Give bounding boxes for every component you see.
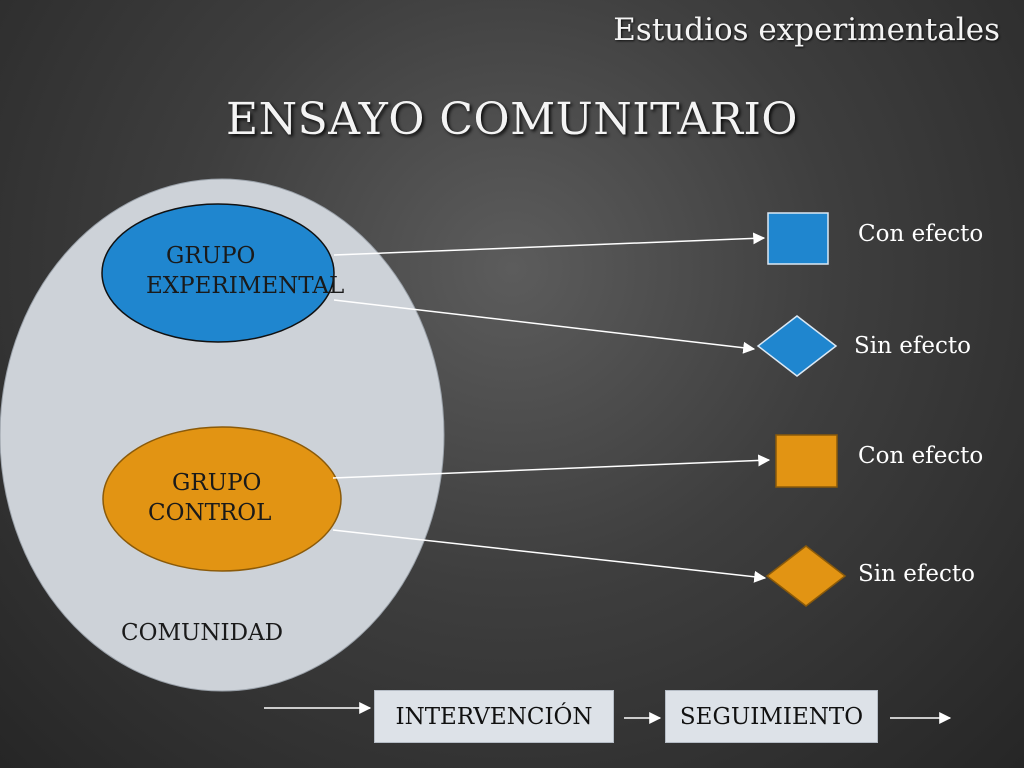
experimental-group-label-line1: GRUPO [166,243,256,269]
outcome-label-control-sin-efecto: Sin efecto [858,561,975,587]
outcome-diamond-blue [756,315,838,377]
page-title: ENSAYO COMUNITARIO [226,94,798,145]
outcome-label-control-con-efecto: Con efecto [858,443,984,469]
outcome-label-experimental-con-efecto: Con efecto [858,221,984,247]
experimental-group-label-line2: EXPERIMENTAL [146,273,345,299]
arrow-experimental-sin-efecto [333,299,756,354]
arrow-control-con-efecto [332,454,771,479]
outcome-diamond-orange [765,545,847,607]
arrow-control-sin-efecto [332,529,767,583]
experimental-group-ellipse [101,203,335,343]
arrow-experimental-con-efecto [333,232,766,256]
header-title: Estudios experimentales [613,12,1000,48]
follow-up-box: SEGUIMIENTO [665,690,878,743]
control-group-ellipse [102,426,342,572]
outcome-square-blue [767,212,829,265]
community-label: COMUNIDAD [121,620,284,646]
intervention-box: INTERVENCIÓN [374,690,614,743]
control-group-label-line2: CONTROL [148,500,272,526]
outcome-square-orange [775,434,838,488]
control-group-label-line1: GRUPO [172,470,262,496]
outcome-label-experimental-sin-efecto: Sin efecto [854,333,971,359]
